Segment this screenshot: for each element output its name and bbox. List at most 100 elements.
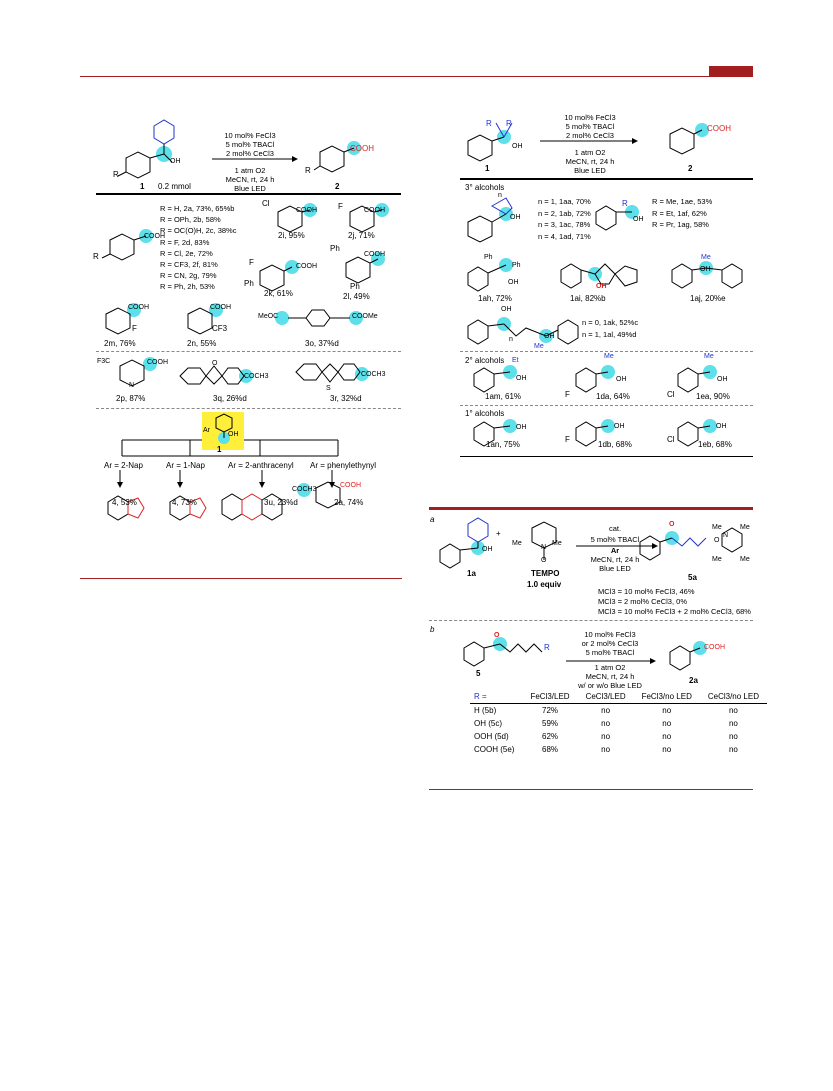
r-label: R: [486, 119, 492, 128]
alkyl-item: R = Et, 1af, 62%: [652, 208, 707, 218]
r-item: R = H, 2a, 73%, 65%b: [160, 204, 235, 213]
a-results: MCl3 = 10 mol% FeCl3, 46% MCl3 = 2 mol% …: [598, 587, 751, 617]
reaction-arrow: [212, 156, 298, 162]
me-label: Me: [712, 556, 722, 563]
alkyl-list: R = Me, 1ae, 53% R = Et, 1af, 62% R = Pr…: [652, 196, 712, 231]
product-1am-label: 1am, 61%: [485, 392, 522, 401]
table-cell: 62%: [542, 732, 559, 741]
cooh-label: COOH: [340, 482, 361, 489]
product-molecule-2-right: [669, 123, 709, 155]
table-cell: no: [662, 719, 672, 728]
r-item: R = Cl, 2e, 72%: [160, 248, 213, 258]
table-rule: [460, 456, 753, 457]
molecule-2a: [315, 481, 341, 509]
table-cell: no: [728, 745, 738, 754]
cond-line: Blue LED: [599, 564, 631, 573]
molecule-5: [463, 637, 543, 667]
me-label: Me: [740, 556, 750, 563]
a-result-line: MCl3 = 10 mol% FeCl3 + 2 mol% CeCl3, 68%: [598, 607, 751, 616]
cooh-label: COOH: [704, 644, 725, 651]
me-label: Me: [704, 353, 714, 360]
product-2n-label: 2n, 55%: [187, 339, 217, 348]
molecule-1am: [473, 365, 517, 393]
alkyl-item: R = Pr, 1ag, 58%: [652, 220, 709, 229]
scale-label: 0.2 mmol: [158, 182, 191, 191]
product-2a-label: 2a, 74%: [334, 498, 364, 507]
oh-label: OH: [501, 306, 512, 313]
product-1ai-label: 1ai, 82%b: [570, 294, 606, 303]
ph-label: Ph: [244, 279, 254, 288]
scheme-top-bar: [429, 507, 753, 510]
table-row: H (5b) 72% no no no: [470, 704, 767, 718]
table-header: R =: [470, 690, 523, 704]
divider: [96, 408, 401, 409]
oh-label: OH: [516, 375, 527, 382]
cond-line: 1 atm O2: [594, 663, 626, 672]
cond-line: 10 mol% FeCl3: [224, 131, 276, 140]
cond-line: MeCN, rt, 24 h: [565, 157, 615, 166]
molecule-3q: [179, 365, 253, 385]
primary-heading: 1° alcohols: [465, 409, 505, 418]
plus-sign: +: [496, 529, 501, 538]
r-substituent-list: R = H, 2a, 73%, 65%b R = OPh, 2b, 58% R …: [160, 203, 236, 293]
tertiary-heading: 3° alcohols: [465, 183, 505, 192]
branch-center-label: 1: [217, 445, 222, 454]
dialkyl-carbinol: [595, 205, 639, 231]
r-item: R = OPh, 2b, 58%: [160, 215, 221, 225]
coch3-label: COCH3: [361, 371, 386, 378]
product-1ah-label: 1ah, 72%: [478, 294, 512, 303]
reaction-arrow: [566, 658, 656, 664]
molecule-1ea: [677, 365, 717, 393]
oh-label: OH: [717, 376, 728, 383]
cond-line: MeCN, rt, 24 h: [225, 175, 275, 184]
me-label: Me: [701, 254, 711, 261]
product-label: 2: [688, 164, 693, 173]
cl-label: Cl: [667, 390, 675, 399]
n-label: N: [129, 382, 135, 389]
cond-line: 2 mol% CeCl3: [226, 149, 274, 158]
table-rule: [96, 193, 401, 195]
divider: [460, 405, 753, 406]
left-footer-rule: [80, 578, 402, 579]
table-cell: H (5b): [474, 706, 497, 715]
table-cell: no: [728, 719, 738, 728]
oh-label: OH: [508, 279, 519, 286]
product-1an-label: 1an, 75%: [486, 440, 520, 449]
cooh-label: COOH: [707, 124, 731, 133]
me-label: Me: [552, 540, 562, 547]
ar-label: Ar: [203, 427, 210, 434]
o-label: O: [494, 632, 500, 639]
molecule-5a: [639, 527, 743, 561]
product-1db-label: 1db, 68%: [598, 440, 632, 449]
product-label: 2: [335, 182, 340, 191]
cond-line: 5 mol% TBACl: [225, 140, 275, 149]
divider: [96, 351, 401, 352]
cond-line: 1 atm O2: [574, 148, 606, 157]
tempo-equiv: 1.0 equiv: [527, 580, 562, 589]
label-5: 5: [476, 669, 481, 678]
oh-label: OH: [700, 266, 711, 273]
aryl-acid-molecule: [101, 229, 153, 261]
cycloalkanol-molecule: [467, 197, 513, 243]
start-molecule-1-right: [467, 122, 513, 162]
me-label: Me: [604, 353, 614, 360]
cond-line: 5 mol% TBACl: [585, 648, 635, 657]
cond-line: 10 mol% FeCl3: [584, 630, 636, 639]
diol-list: n = 0, 1ak, 52%c n = 1, 1al, 49%d: [582, 317, 638, 340]
a-conditions: cat. 5 mol% TBACl Ar MeCN, rt, 24 h Blue…: [570, 524, 660, 573]
molecule-3u: [221, 483, 311, 521]
molecule-2n: [187, 303, 223, 335]
oh-label: OH: [633, 216, 644, 223]
reaction-arrow: [576, 543, 658, 549]
n-label: N: [541, 544, 547, 551]
table-header: CeCl3/LED: [577, 690, 634, 704]
f-label: F: [338, 202, 343, 211]
molecule-3r: [295, 363, 369, 383]
ph-label: Ph: [484, 254, 493, 261]
s-label: S: [326, 385, 331, 392]
header-rule: [80, 76, 753, 77]
ph-label: Ph: [350, 282, 360, 291]
branch-arm-1: Ar = 2-Nap: [104, 461, 143, 470]
table-cell: no: [728, 732, 738, 741]
table-cell: no: [662, 732, 672, 741]
